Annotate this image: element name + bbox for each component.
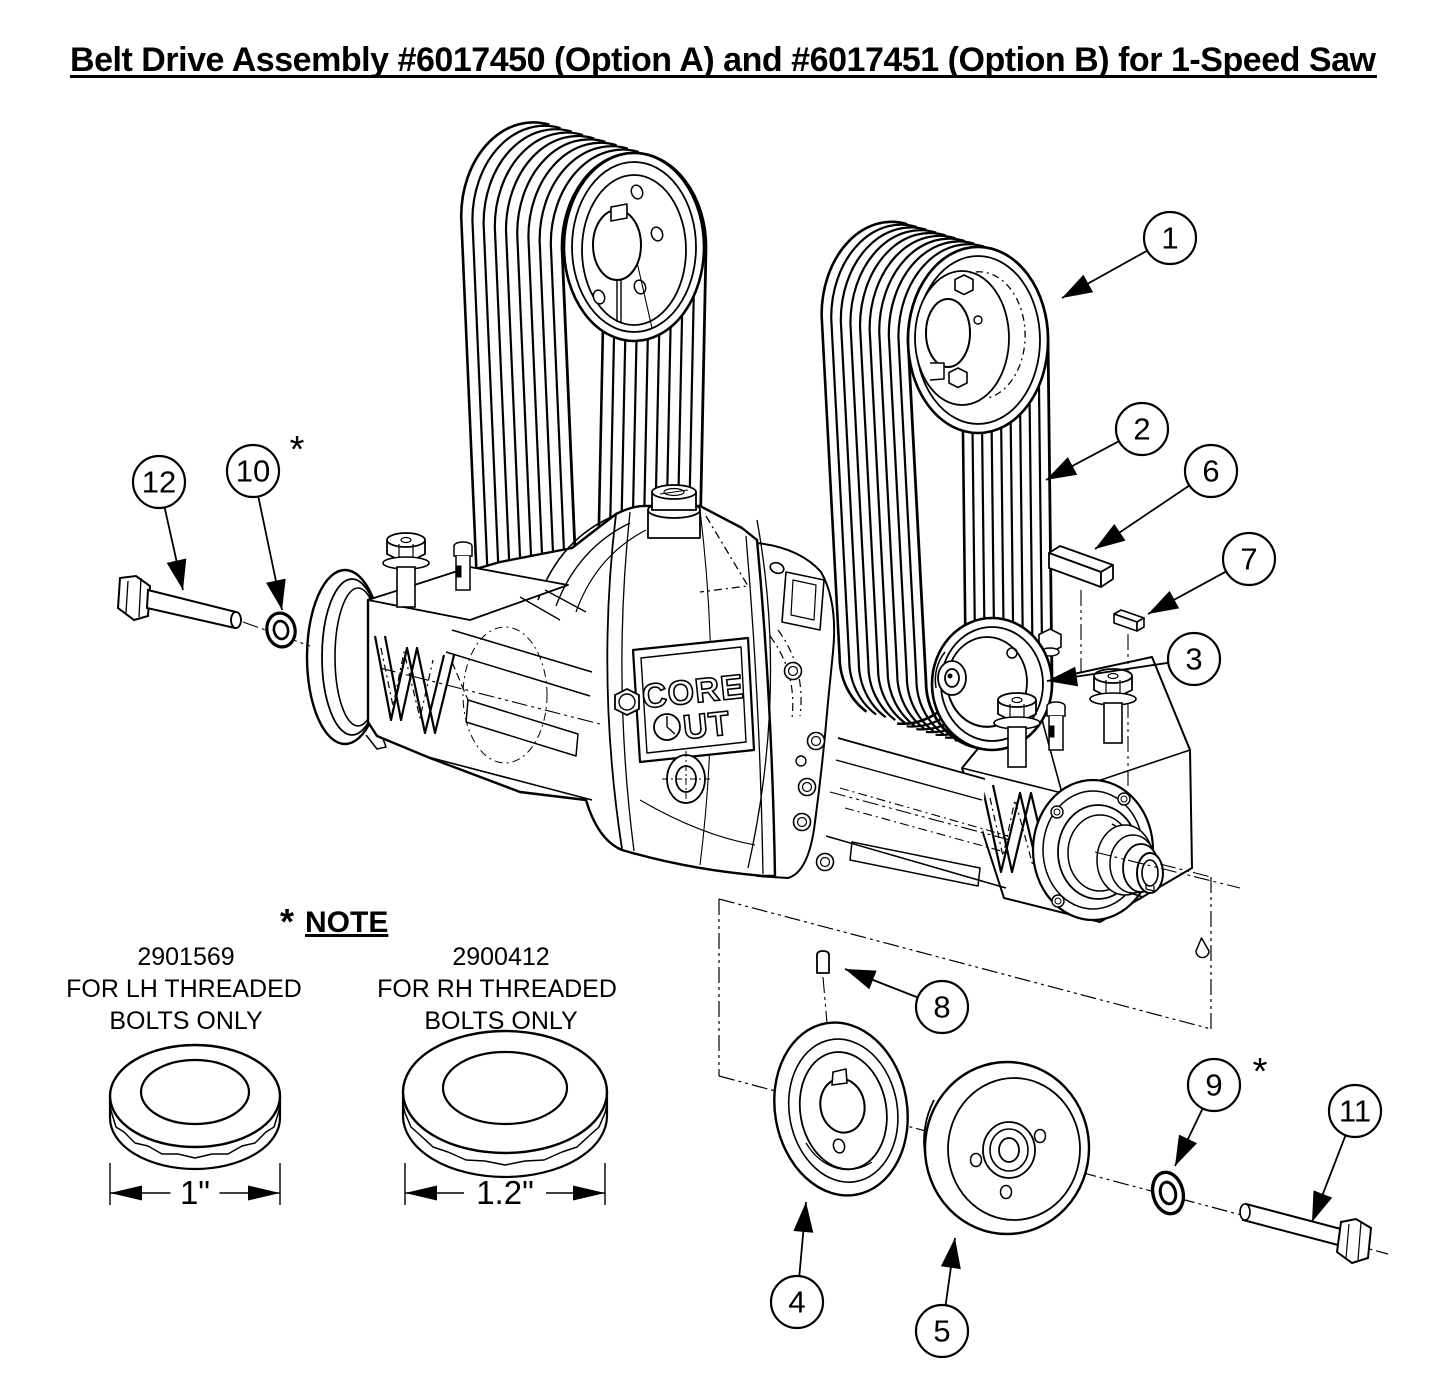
svg-text:2: 2 [1133, 412, 1150, 447]
svg-text:2900412: 2900412 [452, 943, 549, 971]
svg-text:1": 1" [180, 1174, 210, 1211]
svg-text:*: * [1253, 1051, 1268, 1093]
svg-text:4: 4 [788, 1285, 805, 1320]
svg-text:*: * [280, 901, 294, 942]
svg-text:*: * [290, 429, 305, 471]
svg-text:2901569: 2901569 [137, 943, 234, 971]
svg-text:FOR LH THREADED: FOR LH THREADED [66, 975, 302, 1003]
svg-text:CORE: CORE [640, 668, 746, 716]
svg-text:6: 6 [1202, 454, 1219, 489]
svg-text:1: 1 [1161, 221, 1178, 256]
svg-text:7: 7 [1240, 542, 1257, 577]
svg-text:5: 5 [933, 1314, 950, 1349]
svg-text:BOLTS ONLY: BOLTS ONLY [109, 1007, 263, 1035]
svg-text:9: 9 [1205, 1068, 1222, 1103]
svg-text:Belt Drive Assembly #6017450 (: Belt Drive Assembly #6017450 (Option A) … [70, 41, 1377, 79]
svg-text:NOTE: NOTE [305, 906, 388, 939]
svg-text:3: 3 [1185, 642, 1202, 677]
svg-text:UT: UT [681, 704, 732, 747]
svg-text:11: 11 [1339, 1094, 1371, 1129]
svg-text:12: 12 [142, 465, 176, 500]
svg-text:10: 10 [236, 454, 270, 489]
svg-text:8: 8 [933, 990, 950, 1025]
svg-text:FOR RH THREADED: FOR RH THREADED [377, 975, 617, 1003]
svg-text:1.2": 1.2" [476, 1174, 534, 1211]
